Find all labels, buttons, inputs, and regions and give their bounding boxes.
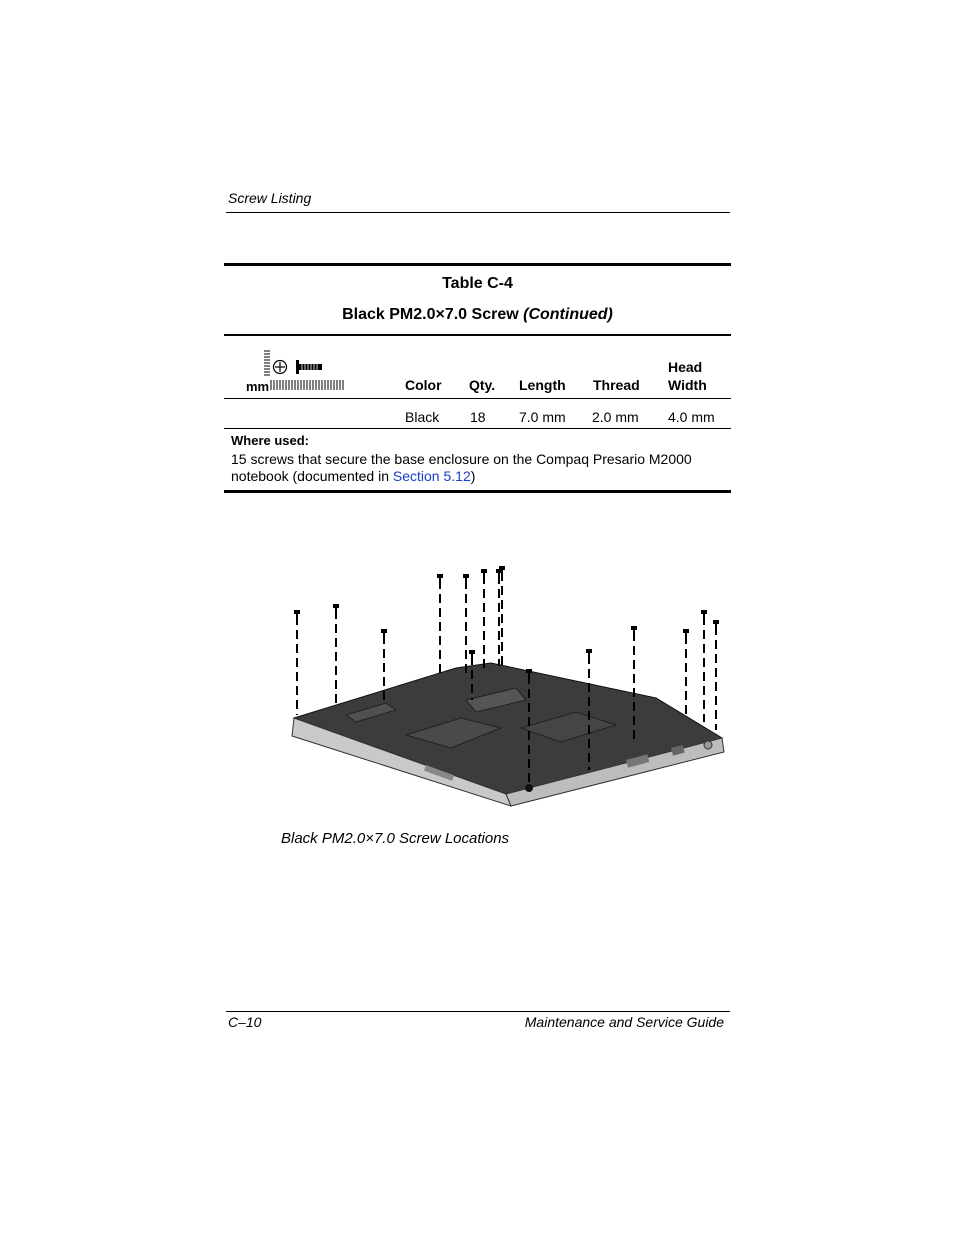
- footer-rule: [226, 1011, 730, 1012]
- caption-rule: [224, 334, 731, 336]
- where-used-text-after: ): [470, 468, 476, 484]
- base-right-face: [505, 737, 725, 807]
- cell-color: Black: [405, 409, 440, 425]
- table-title-suffix: (Continued): [523, 306, 613, 323]
- table-number: Table C-4: [442, 275, 513, 292]
- table-top-rule: [224, 263, 731, 266]
- figure-caption: Black PM2.0×7.0 Screw Locations: [281, 830, 510, 847]
- col-qty: Qty.: [469, 377, 496, 393]
- screw-table: Table C-4 Black PM2.0×7.0 Screw (Continu…: [224, 263, 731, 493]
- ruler-unit-label: mm: [246, 379, 270, 394]
- header-divider: [224, 398, 731, 399]
- cell-length: 7.0 mm: [519, 409, 566, 425]
- where-used-line1: 15 screws that secure the base enclosure…: [231, 451, 692, 467]
- table-title: Black PM2.0×7.0 Screw (Continued): [224, 297, 731, 334]
- where-used-section: Where used: 15 screws that secure the ba…: [224, 429, 731, 490]
- table-caption: Table C-4 Black PM2.0×7.0 Screw (Continu…: [224, 266, 731, 334]
- table-title-text: Black PM2.0×7.0 Screw: [342, 306, 519, 323]
- screw-scale-icon: [264, 350, 344, 390]
- header-rule: [226, 212, 730, 213]
- cell-thread: 2.0 mm: [592, 409, 639, 425]
- table-header-row: mm Color Qty. Length Thread Head Width: [224, 336, 731, 398]
- section-link[interactable]: Section 5.12: [392, 468, 471, 484]
- screw-locations-figure: [286, 560, 731, 815]
- running-head: Screw Listing: [228, 190, 312, 206]
- col-color: Color: [405, 377, 442, 393]
- screw-heads: [294, 566, 719, 677]
- col-head-line1: Head: [668, 359, 703, 375]
- where-used-title: Where used:: [231, 433, 310, 448]
- screw-leaders: [296, 572, 717, 784]
- table-row: Black 18 7.0 mm 2.0 mm 4.0 mm: [224, 399, 731, 428]
- cell-head-width: 4.0 mm: [668, 409, 715, 425]
- where-used-line2: notebook (documented in Section 5.12): [231, 468, 724, 485]
- where-used-text-before: notebook (documented in: [231, 468, 393, 484]
- table-bottom-rule: [224, 490, 731, 493]
- guide-title: Maintenance and Service Guide: [524, 1014, 724, 1030]
- cell-qty: 18: [470, 409, 486, 425]
- page-number: C–10: [228, 1014, 262, 1030]
- base-top-surface: [292, 662, 724, 795]
- col-thread: Thread: [593, 377, 640, 393]
- laptop-base-illustration: [291, 566, 725, 807]
- col-head-line2: Width: [668, 377, 707, 393]
- row-divider: [224, 428, 731, 429]
- col-length: Length: [519, 377, 566, 393]
